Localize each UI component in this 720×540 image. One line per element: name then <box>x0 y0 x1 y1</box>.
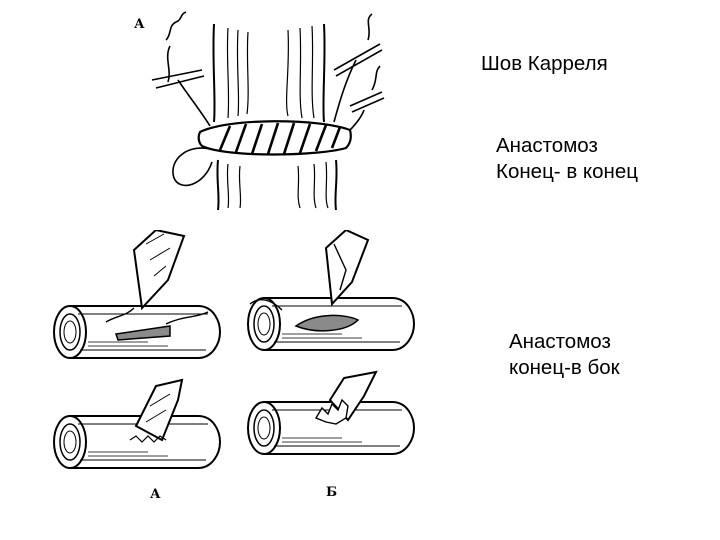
end-to-end-caption-line2: Конец- в конец <box>496 160 638 183</box>
vessel-right-edge-upper <box>322 23 326 123</box>
stay-suture-right <box>333 13 385 131</box>
figure-bottom-label-right: Б <box>326 485 337 500</box>
vessel-left-edge-lower <box>216 159 220 211</box>
figure-top-label: А <box>134 17 145 32</box>
end-to-side-caption-line2: конец-в бок <box>509 356 620 379</box>
slide-title: Шов Карреля <box>481 52 608 75</box>
end-to-end-drawing: А <box>134 11 385 211</box>
spiral-suture <box>218 122 342 155</box>
end-to-side-illustration: А Б <box>46 230 426 508</box>
vessel-left-edge-upper <box>212 23 216 123</box>
end-to-side-caption: Анастомоз конец-в бок <box>509 329 620 381</box>
end-to-side-drawing: А Б <box>53 230 415 502</box>
figure-bottom-label-left: А <box>150 487 161 502</box>
end-to-end-caption-line1: Анастомоз <box>496 134 598 157</box>
stay-suture-left <box>151 11 211 127</box>
step-4 <box>247 370 415 455</box>
thread-loop <box>172 147 215 187</box>
vessel-right-edge-lower <box>334 159 338 211</box>
step-3 <box>53 378 221 469</box>
step-2 <box>247 230 415 351</box>
vessel-shading <box>226 25 329 209</box>
end-to-end-illustration: А <box>128 10 390 214</box>
end-to-side-caption-line1: Анастомоз <box>509 330 611 353</box>
end-to-end-caption: Анастомоз Конец- в конец <box>496 133 638 185</box>
step-1 <box>53 230 221 359</box>
